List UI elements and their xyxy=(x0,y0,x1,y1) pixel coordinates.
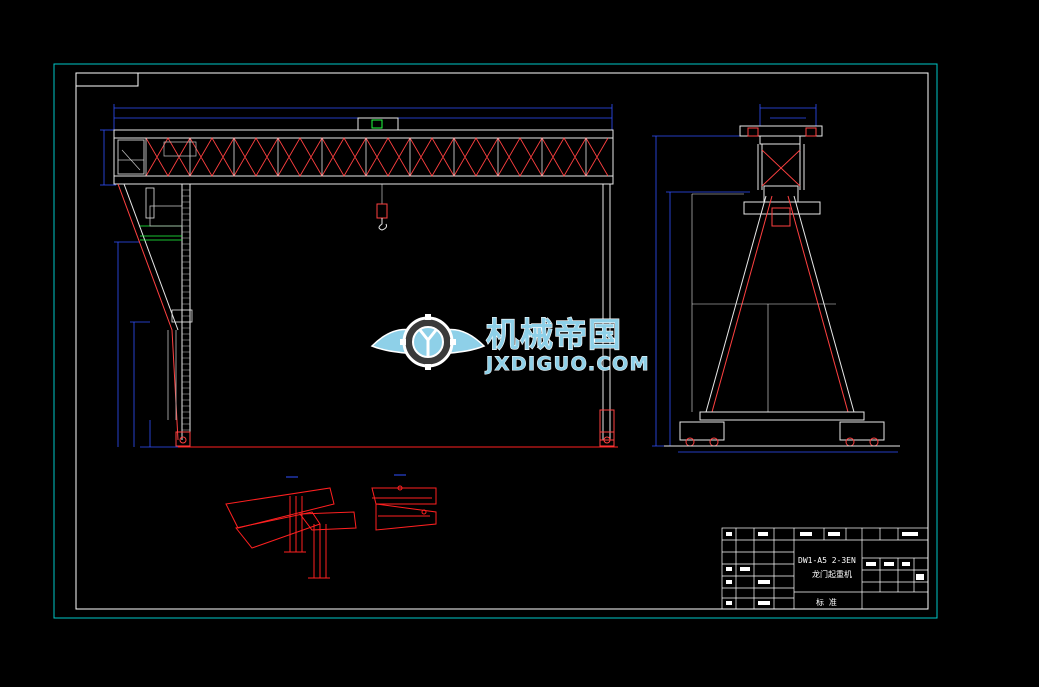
front-elevation xyxy=(100,104,618,448)
watermark-brand-en: JXDIGUO.COM xyxy=(484,353,650,375)
left-rigid-leg xyxy=(117,183,191,441)
watermark-brand-cn: 机械帝国 xyxy=(486,315,622,354)
side-a-legs xyxy=(691,193,865,421)
side-gantry-frame xyxy=(739,125,823,215)
hook-block xyxy=(376,184,388,231)
wheel-bogies-front xyxy=(175,431,615,447)
front-dimensions xyxy=(100,104,613,448)
inner-border xyxy=(75,72,929,610)
detail-b xyxy=(371,474,437,531)
detail-a xyxy=(225,476,357,579)
standard-cell-label: 标 准 xyxy=(816,597,837,607)
sheet-frame xyxy=(53,63,938,619)
gear-wing-logo-icon xyxy=(370,314,486,370)
title-block-cell-marks xyxy=(726,532,924,605)
side-elevation xyxy=(652,104,900,453)
corner-label-box xyxy=(76,73,139,87)
main-girder-truss xyxy=(113,117,614,185)
side-dimensions xyxy=(652,104,898,453)
access-platform xyxy=(140,187,193,420)
watermark: 机械帝国 JXDIGUO.COM xyxy=(370,314,650,375)
side-wheel-bogies xyxy=(664,127,900,447)
outer-border xyxy=(53,63,938,619)
detail-views xyxy=(225,474,437,579)
drawing-designation: DW1-A5 2-3EN xyxy=(798,556,856,565)
right-flexible-leg xyxy=(599,184,615,441)
title-block xyxy=(721,527,929,610)
part-name: 龙门起重机 xyxy=(812,569,852,579)
